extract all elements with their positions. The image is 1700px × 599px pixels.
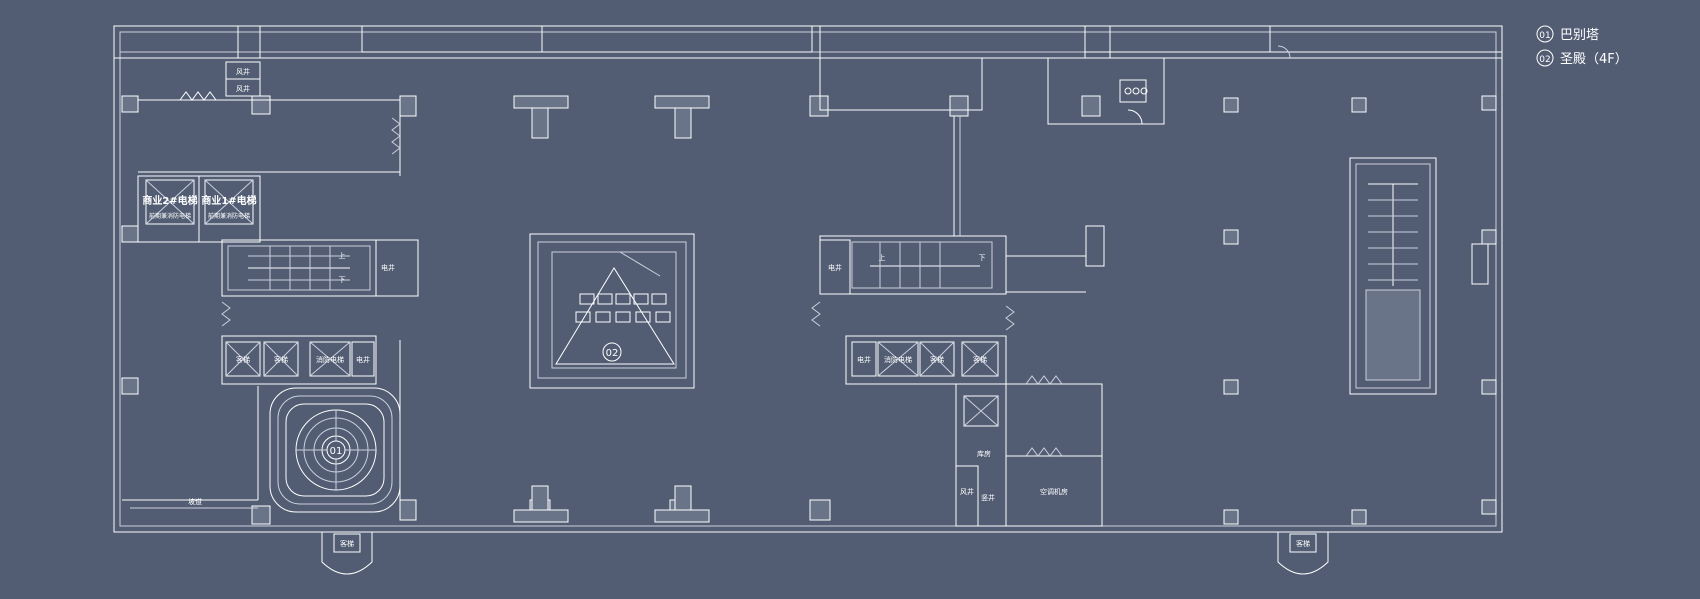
legend-num-01: 01 <box>1539 31 1550 41</box>
room-labels: 商业2#电梯 商业1#电梯 前期兼消防电梯 前期兼消防电梯 风井 风井 电井 客… <box>142 67 1310 548</box>
label-elevator-1: 商业1#电梯 <box>201 194 256 207</box>
legend-label-sanctuary: 圣殿（4F） <box>1560 52 1628 67</box>
label-elec-left-lower: 电井 <box>356 355 370 364</box>
babel-tower <box>269 387 401 513</box>
label-elevator-2: 商业2#电梯 <box>142 194 197 207</box>
legend-item-babel-tower: 01 巴别塔 <box>1536 25 1599 43</box>
label-bottom-lift-left: 客梯 <box>340 539 354 548</box>
sanctuary <box>529 233 695 389</box>
label-lift-d: 消防电梯 <box>884 355 912 364</box>
label-lift-a: 客梯 <box>236 355 250 364</box>
legend: 01 巴别塔 02 圣殿（4F） <box>1536 25 1628 67</box>
label-storage: 库房 <box>977 449 991 458</box>
label-elevator-2-sub: 前期兼消防电梯 <box>149 212 191 220</box>
label-fan-2: 风井 <box>236 84 250 93</box>
label-stair-down-right: 下 <box>979 254 986 262</box>
right-core <box>811 57 1105 527</box>
top-right-rooms <box>1047 45 1291 125</box>
label-fan-3: 风井 <box>960 487 974 496</box>
right-stair-shaft <box>1349 157 1489 395</box>
label-elevator-1-sub: 前期兼消防电梯 <box>208 212 250 220</box>
label-stair-up-left: 上 <box>339 251 346 260</box>
legend-item-sanctuary: 02 圣殿（4F） <box>1536 49 1628 67</box>
label-elec-right-lower: 电井 <box>857 355 871 364</box>
column-caps <box>513 95 710 523</box>
marker-02-label: 02 <box>606 348 619 359</box>
legend-num-02: 02 <box>1539 55 1550 65</box>
left-core <box>122 61 419 509</box>
marker-01: 01 <box>326 440 346 460</box>
columns <box>121 95 1497 525</box>
label-lift-b: 客梯 <box>274 355 288 364</box>
marker-01-label: 01 <box>330 446 343 457</box>
outer-walls <box>113 25 1503 533</box>
legend-label-babel-tower: 巴别塔 <box>1560 28 1599 43</box>
bottom-bays <box>321 532 1329 575</box>
label-ac-room: 空调机房 <box>1040 487 1068 496</box>
label-elec-right: 电井 <box>828 263 842 272</box>
label-shaft-3: 竖井 <box>981 493 995 502</box>
label-lift-f: 客梯 <box>973 355 987 364</box>
label-lift-e: 客梯 <box>930 355 944 364</box>
label-stair-down-left: 下 <box>339 276 346 284</box>
label-bottom-lift-right: 客梯 <box>1296 539 1310 548</box>
label-fan-1: 风井 <box>236 67 250 76</box>
label-stair-up-right: 上 <box>879 253 886 262</box>
marker-02: 02 <box>602 342 622 362</box>
label-elec-left: 电井 <box>381 263 395 272</box>
label-lift-c: 消防电梯 <box>316 355 344 364</box>
label-ramp: 坡道 <box>188 497 202 506</box>
